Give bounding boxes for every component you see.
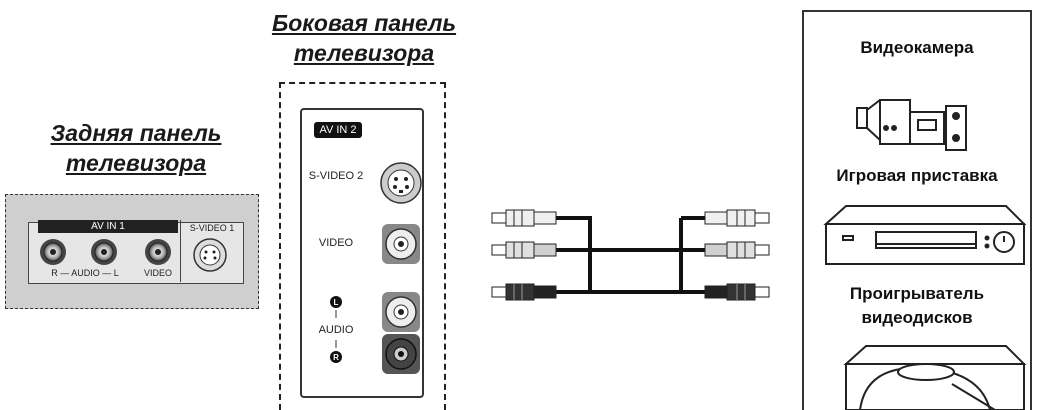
console-label: Игровая приставка: [836, 166, 998, 185]
side-video-jack: [382, 224, 420, 264]
game-console-icon: [823, 205, 1027, 265]
side-r-mark-icon: R: [330, 351, 342, 363]
left-plug-white: [491, 209, 557, 227]
side-s-video-jack: [380, 162, 422, 204]
dvd-player-icon: [843, 345, 1027, 410]
rear-video-jack: [145, 239, 171, 265]
side-audio-l-jack: [382, 292, 420, 332]
rear-panel-title: Задняя панель телевизора: [50, 120, 222, 176]
s-video-1-box: [180, 220, 240, 282]
side-video-label: VIDEO: [318, 237, 354, 249]
av-in-2-label: AV IN 2: [314, 122, 362, 138]
camcorder-label: Видеокамера: [860, 38, 974, 57]
side-l-mark-icon: L: [330, 296, 342, 308]
rear-video-label: VIDEO: [143, 268, 172, 278]
right-plug-black: [704, 283, 770, 301]
s-video-1-label: S-VIDEO 1: [189, 223, 235, 233]
side-audio-r-jack: [382, 334, 420, 374]
av-cable: [556, 216, 705, 294]
side-audio-label: AUDIO: [318, 324, 354, 336]
left-plug-black: [491, 283, 557, 301]
side-l-mark: L: [334, 298, 339, 307]
s-video-2-label: S-VIDEO 2: [308, 170, 364, 182]
left-plug-gray: [491, 241, 557, 259]
side-r-mark: R: [333, 353, 339, 362]
rear-s-video-jack: [193, 238, 227, 272]
side-panel-title: Боковая панель телевизора: [271, 10, 457, 66]
devices-box: [802, 10, 1032, 410]
rear-audio-l-jack: [91, 239, 117, 265]
av-in-1-label: AV IN 1: [38, 220, 178, 233]
rear-audio-label: R — AUDIO — L: [51, 268, 119, 278]
side-panel: [279, 82, 446, 410]
right-plug-white: [704, 209, 770, 227]
rear-audio-r-jack: [40, 239, 66, 265]
right-plug-gray: [704, 241, 770, 259]
camcorder-icon: [856, 99, 967, 151]
dvd-player-label: Проигрыватель видеодисков: [849, 284, 985, 327]
